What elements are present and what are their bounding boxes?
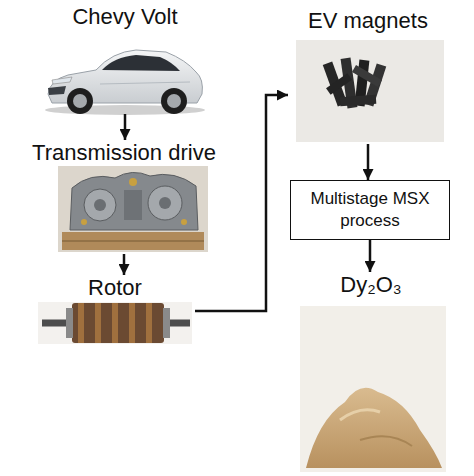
panel-heading: EV magnets	[288, 8, 448, 34]
transmission-photo-part	[124, 190, 142, 220]
rotor-photo-part	[129, 303, 135, 343]
magnets-photo-part	[340, 95, 377, 106]
rotor-photo-part	[146, 303, 152, 343]
image-panel: Rotor	[35, 275, 195, 347]
powder-photo-part	[306, 388, 442, 468]
car-photo-part	[52, 77, 72, 84]
image-panel: Chevy Volt	[40, 4, 210, 114]
transmission-photo-part	[58, 166, 208, 252]
flow-arrow	[367, 144, 370, 180]
image-panel: EV magnets	[288, 8, 448, 144]
rotor-photo-part	[112, 303, 118, 343]
rotor-photo-part	[72, 303, 164, 343]
transmission-photo-part	[81, 219, 87, 225]
transmission-photo-part	[62, 240, 204, 242]
panel-heading: Chevy Volt	[40, 4, 210, 30]
magnets-photo-part	[326, 73, 352, 94]
flow-arrow	[195, 95, 288, 311]
magnets-photo-part	[296, 40, 444, 142]
image-panel: Dy₂O₃	[295, 272, 447, 474]
transmission-photo-part	[84, 189, 116, 221]
magnets-photo-part	[352, 65, 382, 87]
rotor-photo-part	[38, 302, 192, 344]
rotor-photo-part	[66, 308, 73, 338]
transmission-photo-part	[129, 178, 137, 186]
car-photo-part	[48, 86, 66, 95]
image-panel: Transmission drive	[15, 140, 233, 254]
rotor-photo-part	[95, 303, 101, 343]
flow-arrow	[123, 254, 126, 275]
transmission-photo-part	[62, 232, 204, 250]
car-photo	[45, 50, 205, 115]
car-photo-part	[100, 82, 190, 84]
car-photo-part	[161, 88, 187, 114]
powder-photo-part	[360, 436, 412, 446]
powder-photo-part	[300, 306, 446, 472]
magnets-photo	[296, 40, 444, 142]
transmission-photo-part	[159, 197, 171, 209]
transmission-photo	[58, 166, 208, 252]
transmission-photo-part	[181, 219, 187, 225]
flow-arrow	[124, 114, 127, 140]
transmission-photo-part	[94, 199, 106, 211]
flow-arrow	[369, 240, 372, 272]
transmission-photo-part	[70, 172, 198, 230]
car-photo-part	[67, 88, 93, 114]
powder-photo	[300, 306, 446, 472]
transmission-photo-part	[148, 186, 182, 220]
process-label: Multistage MSX process	[303, 188, 437, 232]
car-photo-part	[102, 55, 180, 71]
panel-heading: Dy₂O₃	[295, 272, 447, 298]
car-photo-part	[73, 94, 87, 108]
car-photo-part	[167, 94, 181, 108]
panel-heading: Rotor	[35, 275, 195, 301]
rotor-photo-part	[78, 303, 84, 343]
rotor-photo-part	[163, 308, 170, 338]
process-box: Multistage MSX process	[290, 180, 450, 240]
rotor-photo	[38, 302, 192, 344]
panel-heading: Transmission drive	[15, 140, 233, 166]
powder-photo-part	[340, 410, 380, 420]
